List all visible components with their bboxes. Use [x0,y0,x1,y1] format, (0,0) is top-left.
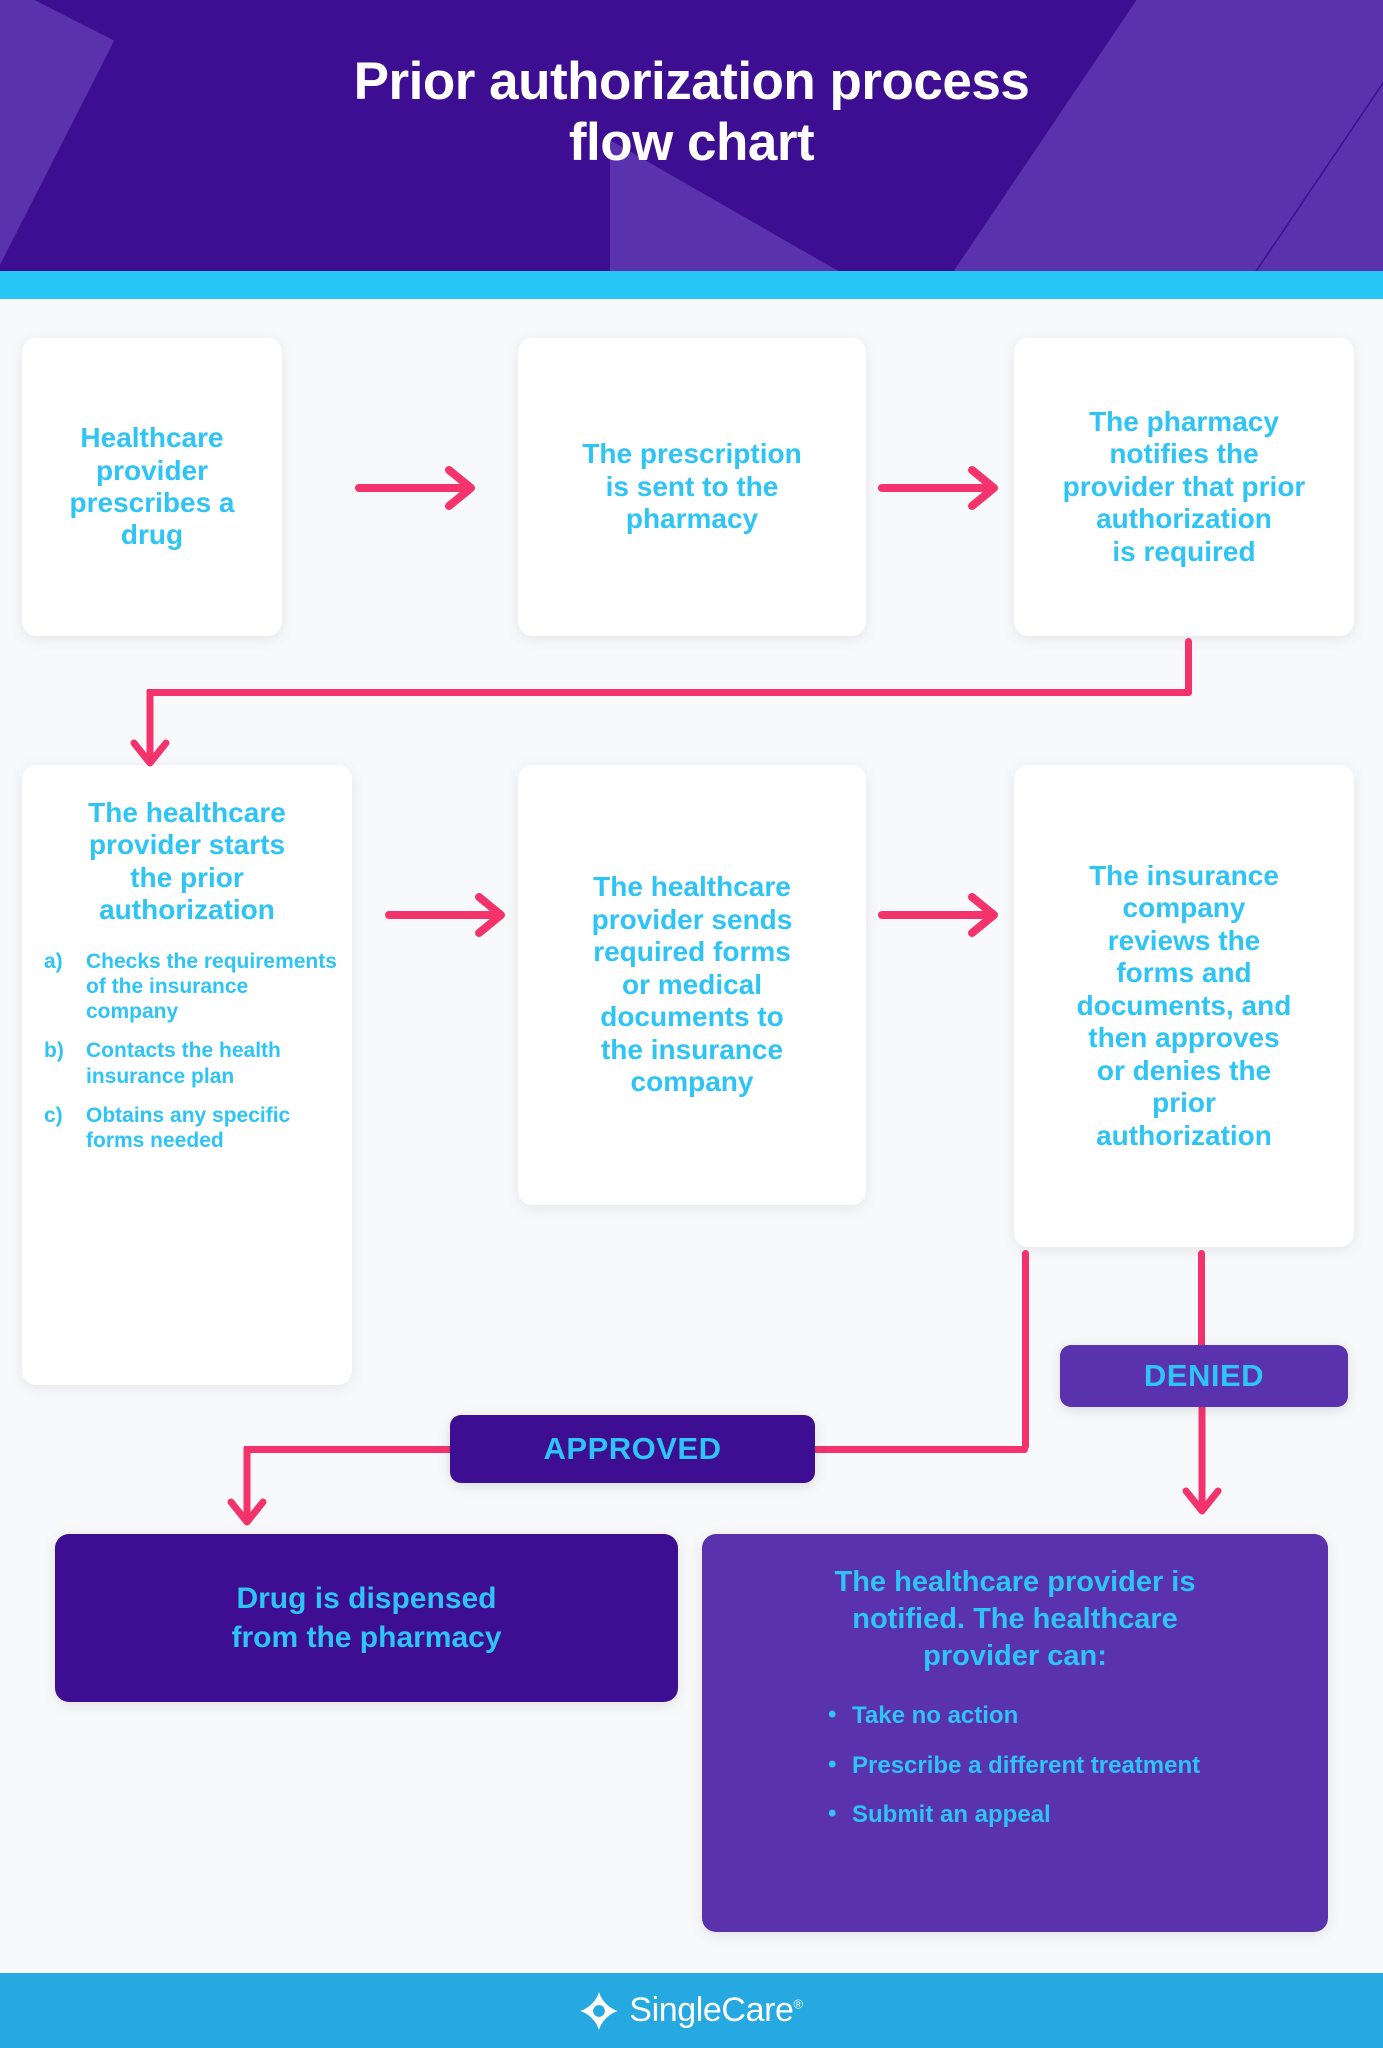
registered-trademark-icon: ® [793,1996,804,2012]
list-item: a) Checks the requirements of the insura… [44,949,338,1025]
flow-card-provider-sends-forms: The healthcare provider sends required f… [518,765,866,1205]
list-item: • Prescribe a different treatment [828,1751,1294,1780]
singlecare-diamond-icon [580,1991,619,2030]
connector-denied-down-arrow-icon [1182,1405,1222,1515]
bullet-dot-icon: • [828,1750,837,1778]
flow-card-pharmacy-notifies: The pharmacy notifies the provider that … [1014,338,1354,636]
list-marker: c) [44,1103,63,1127]
flow-card-insurance-reviews: The insurance company reviews the forms … [1014,765,1354,1247]
outcome-text: Drug is dispensed from the pharmacy [231,1582,502,1654]
decision-badge-approved: APPROVED [450,1415,815,1483]
header-banner: Prior authorization process flow chart [0,0,1383,271]
list-marker: a) [44,949,63,973]
list-item-label: Checks the requirements of the insurance… [86,949,337,1024]
denied-options-list: • Take no action • Prescribe a different… [736,1701,1294,1829]
list-marker: b) [44,1039,64,1063]
list-item: c) Obtains any specific forms needed [44,1103,338,1153]
flow-card-prescription-sent: The prescription is sent to the pharmacy [518,338,866,636]
flow-card-provider-starts-pa: The healthcare provider starts the prior… [22,765,352,1385]
arrow-r1c2-to-r1c3-icon [878,466,998,510]
flow-card-text: The healthcare provider starts the prior… [88,797,286,926]
flow-card-text: Healthcare provider prescribes a drug [69,422,235,551]
connector-r1c3-down [1185,638,1192,696]
arrow-r2c2-to-r2c3-icon [878,893,998,937]
flow-card-text: The prescription is sent to the pharmacy [582,438,802,535]
flow-card-text: The pharmacy notifies the provider that … [1062,405,1306,567]
decision-badge-denied: DENIED [1060,1345,1348,1407]
page-title: Prior authorization process flow chart [353,52,1030,172]
footer-bar: SingleCare® [0,1973,1383,2048]
decision-badge-label: DENIED [1143,1358,1265,1393]
list-item-label: Submit an appeal [852,1800,1051,1828]
bullet-dot-icon: • [828,1799,837,1827]
list-item: b) Contacts the health insurance plan [44,1038,338,1088]
header-accent-bar [0,271,1383,299]
list-item-label: Obtains any specific forms needed [86,1103,291,1152]
list-item: • Submit an appeal [828,1800,1294,1829]
flow-card-text: The healthcare provider sends required f… [591,871,793,1098]
connector-approved-vertical [1022,1250,1029,1450]
list-item-label: Take no action [852,1702,1019,1730]
connector-wrap-down-arrow-icon [130,689,170,767]
list-item-label: Prescribe a different treatment [852,1751,1201,1779]
brand-word: SingleCare [629,1991,794,2029]
brand-logo: SingleCare® [580,1991,804,2030]
header-wedge-decoration [610,140,840,271]
bullet-dot-icon: • [828,1701,837,1729]
flow-card-provider-prescribes: Healthcare provider prescribes a drug [22,338,282,636]
connector-denied-vertical-upper [1198,1250,1205,1350]
flow-card-text: The insurance company reviews the forms … [1076,859,1292,1151]
decision-badge-label: APPROVED [543,1431,722,1466]
pa-steps-list: a) Checks the requirements of the insura… [22,949,352,1167]
arrow-r1c1-to-r1c2-icon [355,466,475,510]
outcome-box-drug-dispensed: Drug is dispensed from the pharmacy [55,1534,678,1702]
brand-name: SingleCare® [629,1991,804,2030]
list-item-label: Contacts the health insurance plan [86,1039,281,1088]
connector-wrap-horizontal [148,689,1192,696]
arrow-r2c1-to-r2c2-icon [385,893,505,937]
list-item: • Take no action [828,1701,1294,1730]
connector-approved-down-arrow-icon [227,1446,267,1526]
outcome-text: The healthcare provider is notified. The… [834,1566,1196,1673]
outcome-box-provider-notified: The healthcare provider is notified. The… [702,1534,1328,1932]
